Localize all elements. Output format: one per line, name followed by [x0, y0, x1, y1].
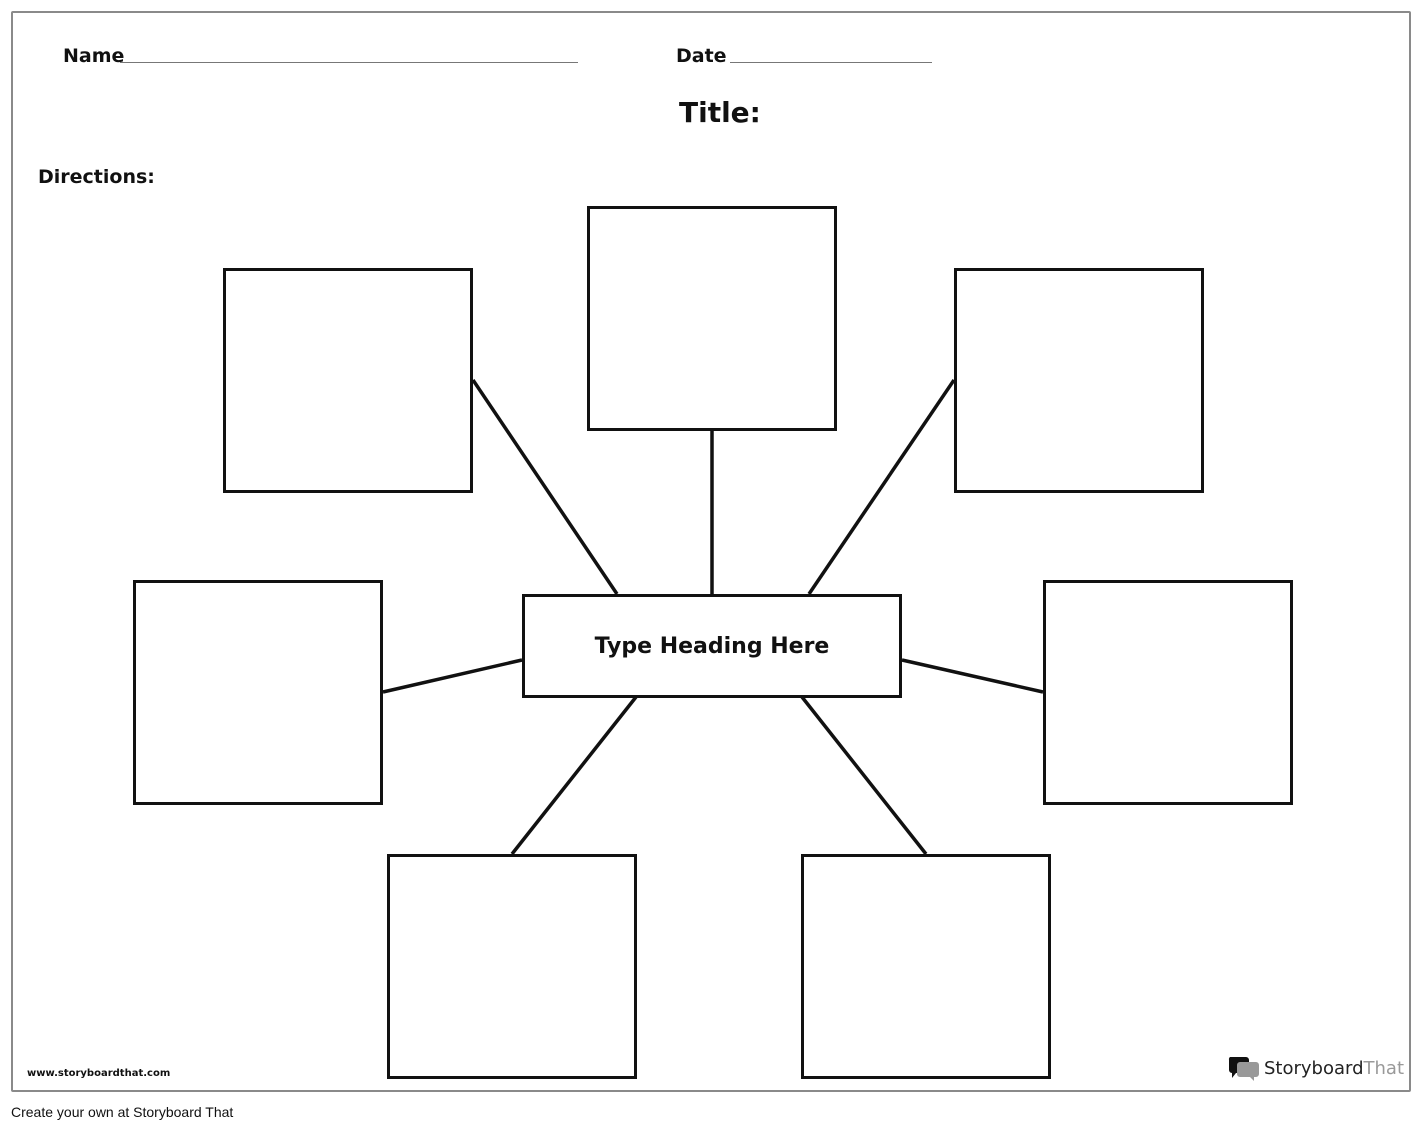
name-label: Name	[63, 45, 125, 67]
date-field[interactable]	[730, 62, 932, 63]
speech-bubbles-icon	[1228, 1057, 1259, 1081]
date-label: Date	[676, 45, 727, 67]
create-your-own-link[interactable]: Create your own at Storyboard That	[11, 1104, 234, 1120]
title-label: Title:	[679, 96, 761, 129]
box-bottom-left[interactable]	[387, 854, 637, 1079]
footer-url: www.storyboardthat.com	[27, 1068, 171, 1079]
connector-bottom-left	[510, 695, 638, 856]
logo-text-that: That	[1363, 1057, 1405, 1079]
worksheet-frame	[11, 11, 1411, 1092]
center-heading: Type Heading Here	[594, 633, 830, 659]
connector-top-right	[807, 379, 956, 595]
box-bottom-right[interactable]	[801, 854, 1051, 1079]
storyboardthat-logo: StoryboardThat	[1228, 1055, 1404, 1081]
connector-top-left	[471, 379, 619, 595]
name-field[interactable]	[120, 62, 578, 63]
directions-label: Directions:	[38, 166, 155, 188]
box-top-center[interactable]	[587, 206, 837, 431]
center-heading-box[interactable]: Type Heading Here	[522, 594, 902, 698]
logo-text-storyboard: Storyboard	[1264, 1057, 1364, 1079]
box-mid-left[interactable]	[133, 580, 383, 805]
connector-mid-left	[382, 658, 523, 694]
box-top-right[interactable]	[954, 268, 1204, 493]
connector-mid-right	[901, 658, 1044, 694]
box-top-left[interactable]	[223, 268, 473, 493]
connector-bottom-right	[800, 695, 928, 856]
box-mid-right[interactable]	[1043, 580, 1293, 805]
